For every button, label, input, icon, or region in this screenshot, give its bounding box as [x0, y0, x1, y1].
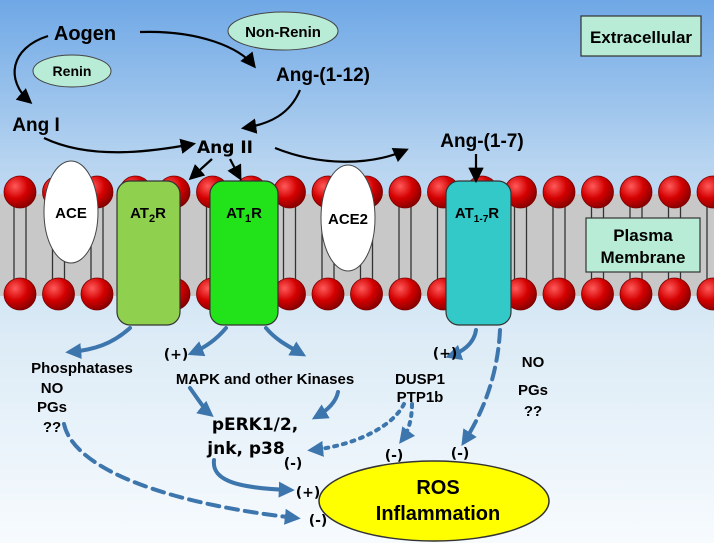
- svg-text:PGs: PGs: [518, 382, 548, 399]
- svg-text:(-): (-): [385, 448, 404, 464]
- left-branch-labels: Phosphatases NO PGs ??: [31, 360, 133, 436]
- svg-text:??: ??: [524, 403, 542, 420]
- at2r-receptor: AT2R: [116, 180, 181, 326]
- lipid-head: [581, 277, 614, 311]
- svg-text:Aogen: Aogen: [54, 23, 116, 45]
- arrow-at17r-inhibits-ros: [461, 328, 502, 447]
- arrow-at2r-to-phosphatases: [65, 326, 132, 360]
- svg-text:pERK1/2,: pERK1/2,: [212, 415, 298, 435]
- svg-text:ROS: ROS: [416, 477, 459, 499]
- svg-text:??: ??: [43, 419, 61, 436]
- aogen-node: Aogen: [54, 23, 116, 45]
- svg-text:AT1-7R: AT1-7R: [455, 205, 499, 225]
- perk-labels: pERK1/2, jnk, p38 (-): [206, 415, 302, 472]
- svg-text:Phosphatases: Phosphatases: [31, 360, 133, 377]
- svg-text:Plasma: Plasma: [613, 226, 673, 245]
- svg-text:Non-Renin: Non-Renin: [245, 24, 321, 41]
- ang-i-node: Ang I: [12, 115, 60, 136]
- svg-text:(-): (-): [451, 446, 470, 462]
- at17r-receptor: AT1-7R: [445, 180, 512, 326]
- arrow-at1r-to-mapk: [187, 326, 228, 357]
- svg-text:Extracellular: Extracellular: [590, 28, 692, 47]
- svg-text:PTP1b: PTP1b: [397, 389, 444, 406]
- arrow-ang-ii-to-at1r: [227, 158, 242, 181]
- non-renin-label: Non-Renin: [227, 11, 339, 51]
- svg-text:DUSP1: DUSP1: [395, 371, 445, 388]
- arrow-mapk-to-perk-right: [311, 390, 340, 420]
- arrow-aogen-to-ang-1-12: [139, 30, 256, 69]
- svg-text:(+): (+): [296, 485, 321, 501]
- svg-text:NO: NO: [41, 380, 64, 397]
- signal-arrows: [65, 326, 478, 498]
- ace-enzyme: ACE: [43, 160, 99, 264]
- mapk-labels: (+) MAPK and other Kinases: [164, 347, 354, 388]
- lipid-head: [696, 175, 714, 209]
- lipid-head: [3, 175, 37, 209]
- arrow-at17r-to-dusp1: [445, 328, 478, 361]
- svg-text:MAPK and other Kinases: MAPK and other Kinases: [176, 371, 354, 388]
- svg-text:Ang II: Ang II: [197, 138, 253, 158]
- arrow-ang-1-12-to-ang-ii: [240, 89, 302, 134]
- conversion-arrows: [13, 30, 484, 184]
- svg-text:Membrane: Membrane: [600, 248, 685, 267]
- arrow-aogen-to-ang-i: [13, 34, 49, 105]
- lipid-head: [388, 175, 422, 209]
- at1r-receptor: AT1R: [209, 180, 279, 326]
- lipid-head: [542, 175, 576, 209]
- arrow-ang-ii-to-ang-1-7: [274, 146, 409, 163]
- svg-text:jnk, p38: jnk, p38: [206, 439, 284, 459]
- lipid-head: [311, 277, 345, 311]
- dusp-labels: (+) DUSP1 PTP1b (-): [385, 346, 458, 464]
- arrow-dusp1-inhibits-ros: [399, 402, 416, 444]
- lipid-head: [696, 277, 714, 311]
- lipid-head: [619, 277, 653, 311]
- ros-sign-labels: (+) (-): [296, 485, 328, 529]
- svg-text:PGs: PGs: [37, 399, 67, 416]
- lipid-head: [581, 175, 614, 209]
- arrow-phosphatases-inhibits-ros: [62, 422, 301, 525]
- svg-text:AT1R: AT1R: [226, 205, 262, 225]
- plasma-membrane-label: Plasma Membrane: [585, 217, 701, 273]
- lipid-head: [619, 175, 653, 209]
- svg-text:Renin: Renin: [53, 63, 92, 79]
- svg-text:ACE2: ACE2: [328, 211, 368, 228]
- lipid-head: [658, 175, 691, 209]
- renin-label: Renin: [32, 54, 112, 88]
- lipid-head: [542, 277, 576, 311]
- ros-inflammation-node: ROS Inflammation: [318, 460, 550, 542]
- lipid-head: [388, 277, 422, 311]
- svg-text:NO: NO: [522, 354, 545, 371]
- extracellular-label: Extracellular: [580, 15, 702, 57]
- lipid-head: [42, 277, 75, 311]
- arrow-mapk-to-perk-left: [188, 386, 214, 418]
- arrow-perk-to-ros: [211, 458, 295, 498]
- svg-text:Inflammation: Inflammation: [376, 503, 500, 525]
- svg-text:Ang-(1-12): Ang-(1-12): [276, 65, 370, 86]
- svg-text:Ang-(1-7): Ang-(1-7): [440, 131, 523, 152]
- ang-ii-node: Ang II: [197, 138, 253, 158]
- ace2-enzyme: ACE2: [320, 164, 376, 272]
- right-branch-labels: NO PGs ?? (-): [451, 354, 548, 462]
- svg-text:(-): (-): [284, 456, 303, 472]
- lipid-head: [658, 277, 691, 311]
- lipid-head: [3, 277, 37, 311]
- svg-text:(+): (+): [433, 346, 458, 362]
- svg-text:ACE: ACE: [55, 205, 87, 222]
- ang-1-7-node: Ang-(1-7): [440, 131, 523, 152]
- svg-text:(+): (+): [164, 347, 189, 363]
- dashed-inhibition-arrows: [62, 328, 502, 525]
- svg-text:Ang I: Ang I: [12, 115, 60, 136]
- ang-1-12-node: Ang-(1-12): [276, 65, 370, 86]
- lipid-head: [350, 277, 383, 311]
- arrow-ang-i-to-ang-ii: [43, 137, 197, 154]
- arrow-ang-ii-to-at2r: [188, 158, 213, 181]
- arrow-dusp1-inhibits-perk: [307, 402, 406, 457]
- svg-text:(-): (-): [309, 513, 328, 529]
- dotted-inhibition-arrows: [307, 402, 416, 457]
- lipid-head: [80, 277, 114, 311]
- arrow-at1r-right: [264, 326, 307, 357]
- svg-text:AT2R: AT2R: [130, 205, 166, 225]
